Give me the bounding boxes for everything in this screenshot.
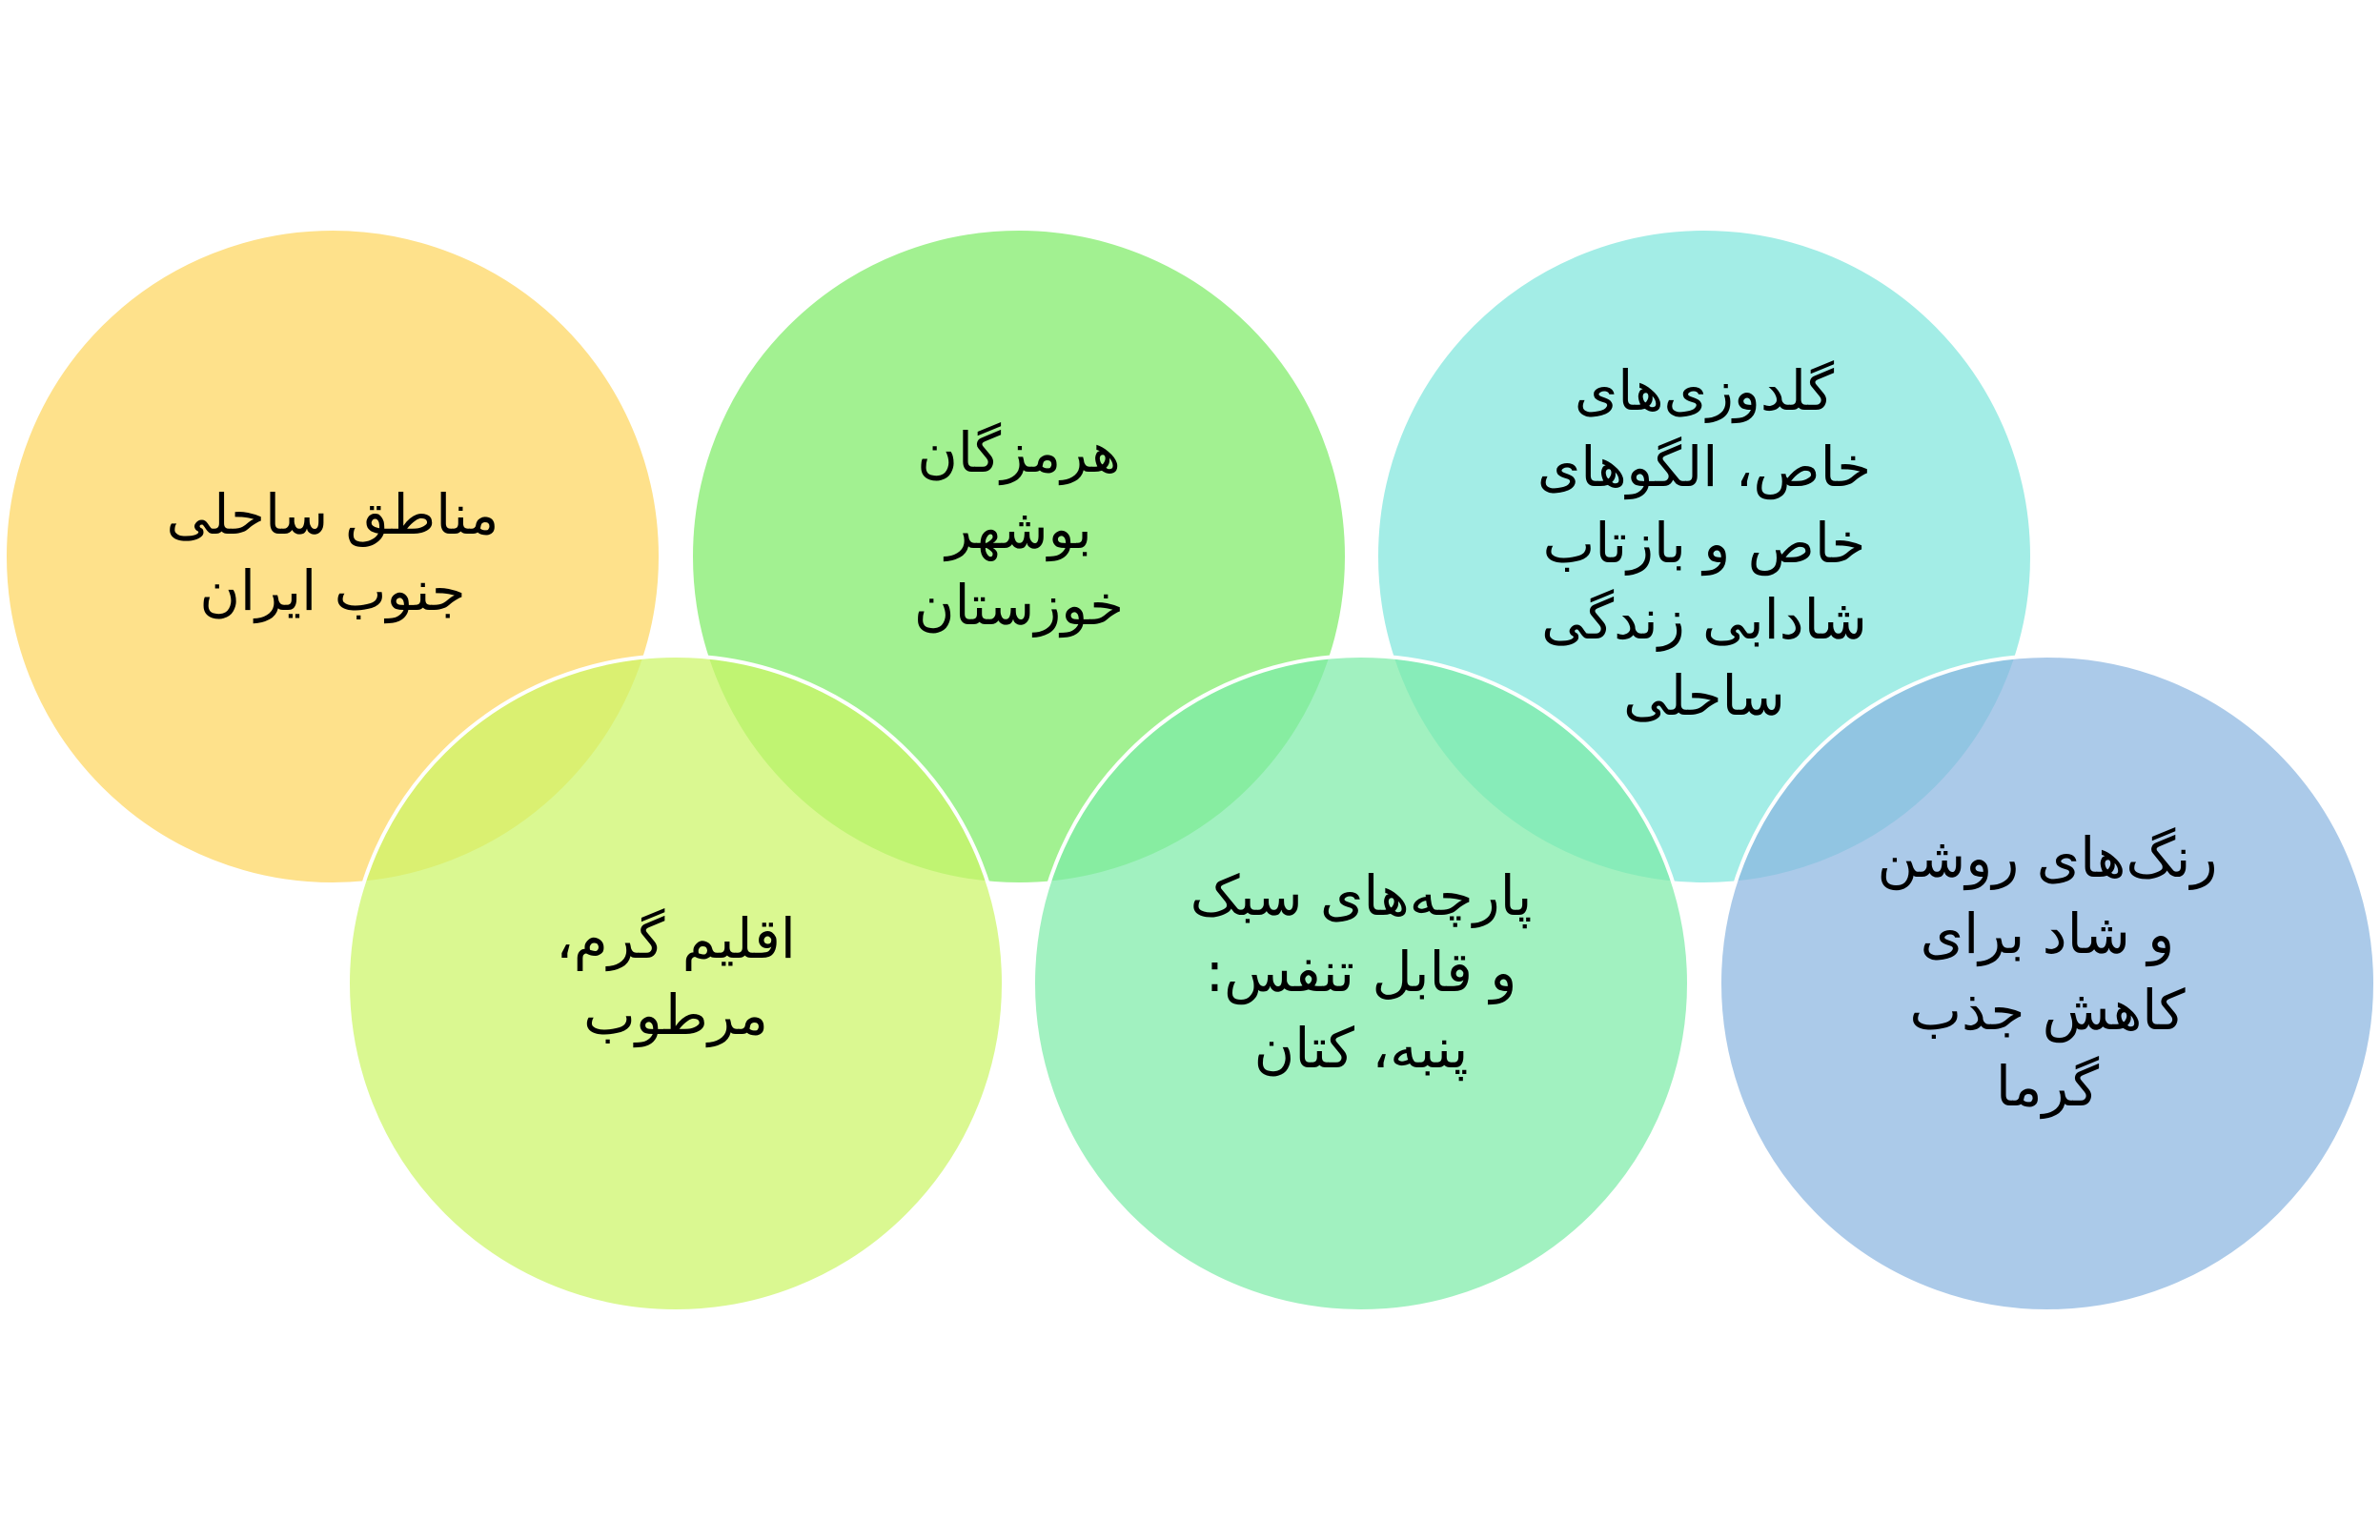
label-line: اقلیم گرم،: [556, 906, 796, 971]
label-line: خاص، الگوهای: [1536, 435, 1872, 499]
circle-fabrics: [1031, 654, 1691, 1313]
label-line: مناطق ساحلی: [166, 482, 499, 547]
label-fabrics: پارچه‌های سبک و قابل تنفس: پنبه، کتان: [1094, 858, 1628, 1086]
label-line: گلدوزی‌های: [1574, 358, 1835, 423]
label-line: و قابل تنفس:: [1205, 940, 1517, 1004]
label-line: ساحلی: [1623, 663, 1785, 728]
label-coastal: مناطق ساحلی جنوب ایران: [66, 476, 600, 629]
label-line: کاهش جذب: [1909, 978, 2186, 1043]
label-embroidery: گلدوزی‌های خاص، الگوهای خاص و بازتاب شاد…: [1437, 353, 1971, 734]
label-line: رنگ‌های روشن: [1877, 825, 2218, 890]
label-line: جنوب ایران: [199, 558, 466, 623]
label-climate: اقلیم گرم، مرطوب: [409, 901, 943, 1053]
label-line: مرطوب: [583, 983, 768, 1047]
label-line: بوشهر: [946, 496, 1092, 561]
label-provinces: هرمزگان بوشهر خوزستان: [752, 415, 1286, 643]
circle-colors: [1718, 654, 2377, 1313]
label-line: گرما: [1995, 1054, 2100, 1119]
label-line: و شاد برای: [1920, 902, 2175, 966]
label-line: هرمزگان: [917, 420, 1121, 485]
label-line: پنبه، کتان: [1253, 1016, 1469, 1081]
label-colors: رنگ‌های روشن و شاد برای کاهش جذب گرما: [1780, 820, 2314, 1125]
label-line: پارچه‌های سبک: [1190, 863, 1533, 928]
label-line: شادابی زندگی: [1541, 587, 1867, 652]
label-line: خاص و بازتاب: [1542, 511, 1866, 576]
label-line: خوزستان: [913, 573, 1125, 638]
circle-climate: [346, 654, 1006, 1313]
